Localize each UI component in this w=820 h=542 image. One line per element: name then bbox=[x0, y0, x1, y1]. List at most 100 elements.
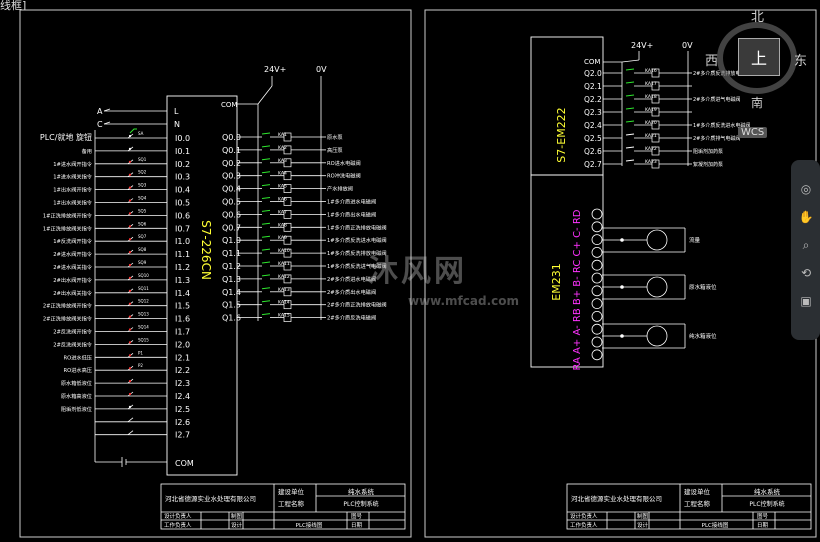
relay-contact-icon bbox=[261, 209, 271, 212]
showmotion-icon[interactable]: ▣ bbox=[800, 294, 812, 308]
selector-switch-icon bbox=[129, 128, 137, 134]
pan-icon[interactable]: ✋ bbox=[798, 210, 814, 224]
supply-0v-label: 0V bbox=[316, 65, 327, 74]
watermark-logo-text: 沐风网 bbox=[368, 254, 467, 289]
contact-marker-icon bbox=[128, 289, 132, 292]
output-label: 1#多介质出水电磁阀 bbox=[327, 210, 376, 218]
contact-tag: SQ4 bbox=[138, 196, 147, 201]
transmitter-icon bbox=[646, 276, 668, 298]
relay-tag: KA6 bbox=[278, 197, 287, 203]
left-design-lead-label: 设计负责人 bbox=[164, 512, 192, 520]
contact-tag: P2 bbox=[138, 363, 143, 368]
left-title-block bbox=[160, 483, 406, 530]
relay-contact-icon bbox=[261, 145, 271, 148]
right-design-lead-label: 设计负责人 bbox=[570, 512, 598, 520]
input-address-I0-0: I0.0 bbox=[175, 134, 190, 143]
left-sheet-title: PLC接线图 bbox=[296, 521, 323, 529]
wcs-menu[interactable]: WCS bbox=[738, 127, 768, 138]
window-title-fragment: 线框] bbox=[0, 0, 27, 12]
relay-tag: KA4 bbox=[278, 171, 287, 177]
output-address-Q0-0: Q0.0 bbox=[222, 133, 241, 142]
viewcube-east[interactable]: 东 bbox=[794, 54, 808, 69]
contact-tag: P1 bbox=[138, 350, 143, 355]
contact-marker-icon bbox=[128, 160, 132, 163]
relay-tag: KA9 bbox=[278, 235, 287, 241]
em222-output-Q2-2: Q2.2 bbox=[584, 95, 602, 104]
right-project-label: 工程名称 bbox=[684, 499, 711, 508]
input-label: 1#出水阀关指令 bbox=[53, 199, 93, 207]
supply-24v-label: 24V+ bbox=[264, 65, 286, 74]
junction-dot-icon bbox=[620, 238, 624, 242]
input-address-I2-0: I2.0 bbox=[175, 340, 190, 349]
junction-dot-icon bbox=[620, 334, 624, 338]
output-label: RO冲洗电磁阀 bbox=[327, 172, 361, 180]
left-draw-label: 制图 bbox=[231, 512, 243, 520]
viewcube[interactable]: 北 西 东 南 上 bbox=[703, 0, 820, 140]
relay-contact-icon bbox=[261, 197, 271, 199]
relay-contact-icon bbox=[261, 235, 271, 238]
contact-tag: SQ8 bbox=[138, 247, 147, 252]
em222-output-Q2-4: Q2.4 bbox=[584, 121, 602, 130]
analog-terminal-icon bbox=[591, 323, 603, 335]
contact-tag: SQ9 bbox=[138, 260, 147, 265]
right-design-label: 设计 bbox=[637, 521, 649, 529]
contact-tag: SQ15 bbox=[138, 337, 149, 342]
contact-marker-icon bbox=[128, 199, 132, 202]
viewcube-ring[interactable] bbox=[717, 22, 797, 94]
contact-marker-icon bbox=[128, 134, 132, 138]
contact-marker-icon bbox=[128, 147, 132, 150]
relay-tag: KA17 bbox=[645, 81, 657, 87]
viewcube-north[interactable]: 北 bbox=[751, 10, 765, 25]
relay-tag: KA15 bbox=[278, 313, 290, 319]
terminal-l: L bbox=[174, 107, 179, 116]
contact-switch-icon bbox=[127, 417, 134, 423]
contact-tag: SA bbox=[138, 131, 144, 136]
orbit-icon[interactable]: ⟲ bbox=[800, 266, 812, 280]
output-address-Q1-1: Q1.1 bbox=[222, 249, 241, 258]
input-address-I1-7: I1.7 bbox=[175, 328, 190, 337]
input-label: RO进水低压 bbox=[64, 353, 92, 361]
output-label: 2#多介质出水电磁阀 bbox=[327, 288, 376, 296]
relay-contact-icon bbox=[261, 287, 271, 290]
relay-tag: KA2 bbox=[278, 145, 287, 151]
contact-tag: SQ3 bbox=[138, 183, 147, 188]
zoom-icon[interactable]: ⌕ bbox=[802, 238, 810, 252]
em222-output-Q2-1: Q2.1 bbox=[584, 82, 602, 91]
left-date-label: 日期 bbox=[351, 522, 363, 529]
em222-output-label: 阻垢剂加药泵 bbox=[693, 148, 723, 155]
input-label: 1#出水阀开指令 bbox=[53, 186, 93, 194]
input-address-I2-4: I2.4 bbox=[175, 392, 190, 401]
input-address-I0-2: I0.2 bbox=[175, 160, 190, 169]
input-address-I1-5: I1.5 bbox=[175, 302, 190, 311]
output-label: 1#多介质正洗排放电磁阀 bbox=[327, 223, 387, 231]
relay-contact-icon bbox=[261, 274, 271, 277]
output-label: 1#多介质反洗排放电磁阀 bbox=[327, 249, 387, 257]
contact-marker-icon bbox=[128, 238, 132, 241]
input-label: 2#反洗阀开指令 bbox=[53, 328, 93, 336]
output-address-Q0-4: Q0.4 bbox=[222, 185, 241, 194]
viewcube-south[interactable]: 南 bbox=[751, 96, 764, 110]
input-label: 2#正洗排放阀关指令 bbox=[43, 315, 93, 323]
output-address-Q0-1: Q0.1 bbox=[222, 146, 241, 155]
relay-tag: KA14 bbox=[278, 300, 290, 306]
right-draw-label: 制图 bbox=[637, 512, 649, 520]
viewcube-top-face[interactable]: 上 bbox=[738, 38, 780, 76]
steering-wheel-icon[interactable]: ◎ bbox=[800, 182, 812, 196]
contact-marker-icon bbox=[128, 315, 132, 318]
viewcube-west[interactable]: 西 bbox=[705, 54, 719, 69]
plc-body bbox=[166, 95, 238, 476]
input-address-I0-3: I0.3 bbox=[175, 173, 190, 182]
relay-contact-icon bbox=[625, 146, 635, 149]
left-project-label: 工程名称 bbox=[278, 499, 305, 508]
analog-terminal-icon bbox=[591, 246, 603, 258]
relay-tag: KA21 bbox=[645, 133, 657, 139]
analog-terminal-icon bbox=[591, 208, 603, 220]
contact-marker-icon bbox=[128, 225, 132, 228]
input-label: 阻垢剂低液位 bbox=[61, 405, 92, 413]
contact-tag: SQ7 bbox=[138, 234, 147, 239]
output-address-Q1-4: Q1.4 bbox=[222, 288, 241, 297]
input-label: 2#进水阀关指令 bbox=[53, 263, 93, 271]
left-work-lead-label: 工作负责人 bbox=[164, 521, 192, 529]
contact-marker-icon bbox=[128, 354, 132, 357]
relay-contact-icon bbox=[261, 248, 271, 251]
